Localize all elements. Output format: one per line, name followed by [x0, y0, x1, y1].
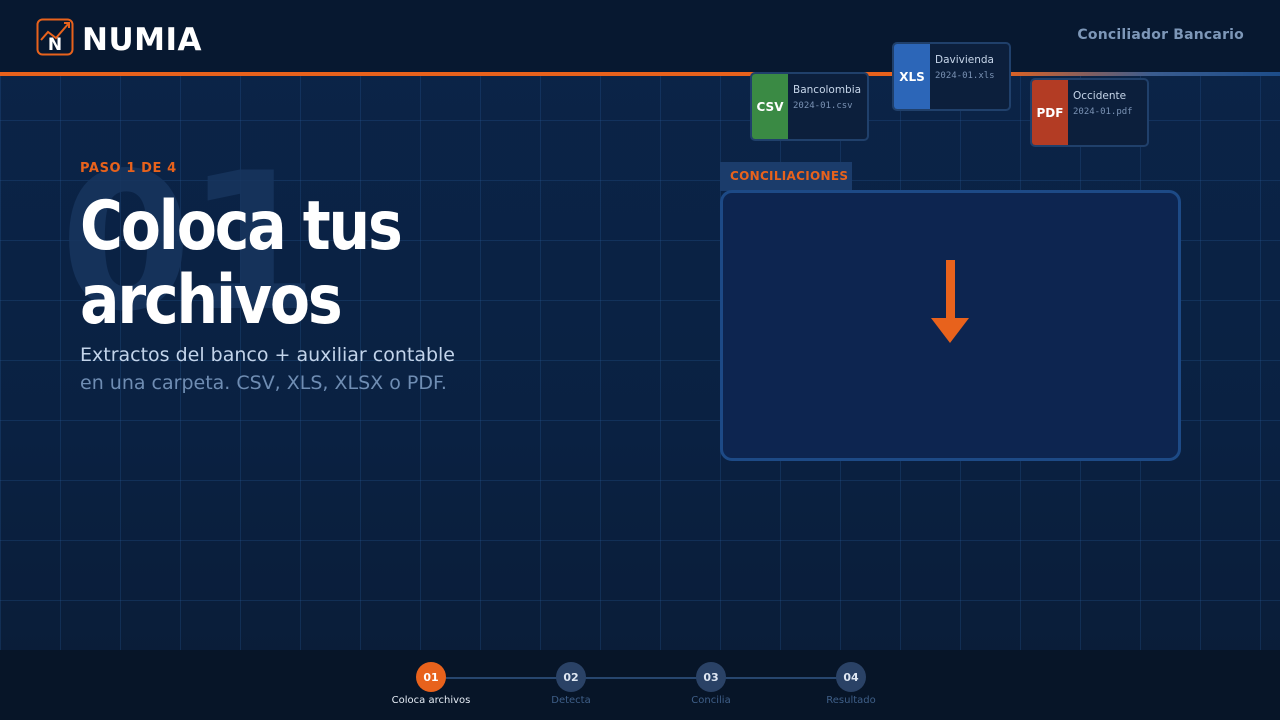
file-type-badge: CSV [752, 74, 788, 139]
file-name: 2024-01.pdf [1073, 107, 1133, 117]
file-bank-name: Davivienda [935, 54, 994, 66]
step-1-dot[interactable]: 01 [416, 662, 446, 692]
file-name: 2024-01.xls [935, 71, 995, 81]
top-bar [0, 0, 1280, 72]
file-card-pdf[interactable]: PDF Occidente 2024-01.pdf [1030, 78, 1149, 147]
file-type-badge: PDF [1032, 80, 1068, 145]
file-name: 2024-01.csv [793, 101, 853, 111]
arrow-down-icon-head [931, 318, 969, 343]
step-3-dot[interactable]: 03 [696, 662, 726, 692]
file-card-xls[interactable]: XLS Davivienda 2024-01.xls [892, 42, 1011, 111]
file-card-csv[interactable]: CSV Bancolombia 2024-01.csv [750, 72, 869, 141]
title-line-1: Coloca tus [80, 187, 403, 266]
step-1-label: Coloca archivos [391, 695, 471, 706]
step-3-label: Concilia [691, 695, 731, 706]
numia-logo-icon: N [36, 18, 74, 56]
step-label: PASO 1 DE 4 [80, 161, 177, 176]
step-4-dot[interactable]: 04 [836, 662, 866, 692]
step-watermark-number: 01 [60, 132, 318, 353]
step-2-label: Detecta [551, 695, 591, 706]
brand-name: NUMIA [82, 22, 202, 58]
subtitle-line-2: en una carpeta. CSV, XLS, XLSX o PDF. [80, 372, 447, 394]
step-4-label: Resultado [826, 695, 876, 706]
title-line-2: archivos [80, 261, 343, 340]
step-2-dot[interactable]: 02 [556, 662, 586, 692]
folder-tab [720, 162, 852, 191]
stepper-track [445, 677, 855, 679]
logo-letter: N [48, 35, 62, 55]
arrow-down-icon [946, 260, 955, 320]
file-bank-name: Bancolombia [793, 84, 862, 96]
file-bank-name: Occidente [1073, 90, 1127, 102]
footer-stepper [0, 650, 1280, 720]
folder-label: CONCILIACIONES [730, 169, 849, 183]
file-type-badge: XLS [894, 44, 930, 109]
app-title: Conciliador Bancario [1077, 27, 1244, 43]
header-accent-line [0, 72, 1280, 76]
subtitle-line-1: Extractos del banco + auxiliar contable [80, 344, 455, 366]
page-title: Coloca tus archivos [80, 190, 441, 338]
